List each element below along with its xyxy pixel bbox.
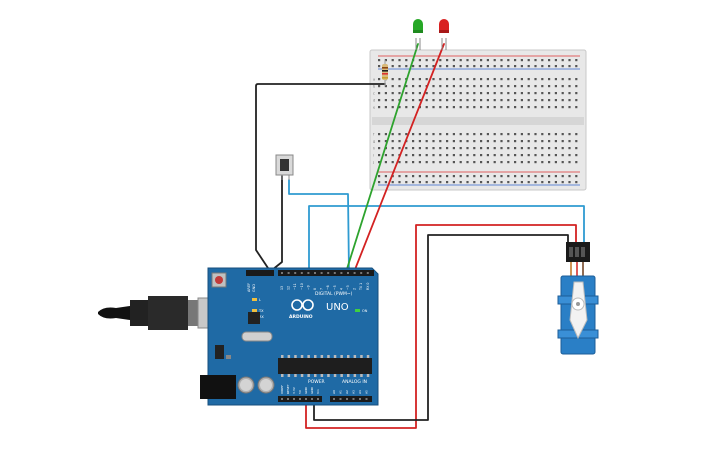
svg-text:L: L [259, 298, 261, 302]
bb-row-letter: c [373, 92, 375, 96]
pushbutton[interactable] [275, 154, 294, 180]
digital-pin-label: ~5 [333, 285, 337, 290]
digital-pin-label: 4 [339, 288, 343, 290]
wire-blue-servo-signal [308, 205, 585, 273]
aref-label: AREF [247, 283, 251, 292]
wire-black-servo-gnd [313, 234, 569, 421]
digital-pin-label: ~10 [300, 283, 304, 290]
digital-pin-label: 2 [353, 288, 357, 290]
digital-pin-label: ~11 [293, 283, 297, 290]
bb-row-letter: e [373, 106, 375, 110]
power-pin-label: IOREF [280, 385, 284, 394]
resistor[interactable] [382, 60, 388, 86]
digital-pin-label: 12 [287, 286, 291, 290]
analog-pin-label: A3 [352, 390, 356, 394]
servo-motor[interactable] [557, 242, 599, 355]
bb-row-letter: i [373, 154, 374, 158]
wire-black-resistor-gnd [255, 83, 386, 269]
svg-text:RX: RX [259, 315, 264, 319]
microcontroller-chip [278, 358, 372, 374]
analog-pin-label: A4 [358, 390, 362, 394]
gnd-label: GND [252, 284, 256, 292]
bb-row-letter: g [373, 140, 375, 144]
wire-red-led [353, 43, 445, 273]
bb-row-letter: d [373, 99, 375, 103]
digital-pin-label: 13 [280, 286, 284, 290]
power-pin-label: 3.3V [292, 386, 296, 394]
wire-green-led [345, 43, 419, 273]
power-pin-label: 5V [298, 389, 302, 394]
digital-pin-label: ~6 [326, 285, 330, 290]
bb-row-letter: h [373, 147, 375, 151]
bb-row-letter: j [372, 161, 374, 165]
wires [255, 43, 585, 429]
logo-text: ARDUINO [289, 314, 313, 320]
wire-red-servo-power [305, 224, 577, 429]
power-pin-label: Vin [316, 389, 320, 394]
wire-blue-button-pin [288, 179, 350, 275]
digital-label: DIGITAL (PWM~) [315, 291, 353, 297]
analog-label: ANALOG IN [342, 379, 367, 385]
digital-pin-label: ~9 [306, 285, 310, 290]
led-red[interactable] [439, 19, 449, 50]
bb-row-letter: b [373, 85, 376, 89]
digital-pin-label: 8 [313, 288, 317, 290]
digital-pin-label: TX 1 [359, 283, 363, 291]
svg-text:ON: ON [362, 309, 368, 313]
analog-pin-label: A2 [345, 390, 349, 394]
analog-pin-label: A1 [339, 390, 343, 394]
analog-pin-label: A0 [332, 390, 336, 394]
wire-black-button-gnd [271, 175, 283, 271]
power-pin-label: GND [304, 386, 308, 394]
bb-row-letter: f [373, 133, 375, 137]
bb-row-letter: a [373, 78, 375, 82]
breadboard-holes [378, 59, 578, 184]
power-jack[interactable] [200, 375, 236, 399]
power-pin-label: GND [310, 386, 314, 394]
analog-pin-label: A5 [365, 390, 369, 394]
power-pin-label: RESET [286, 384, 290, 394]
board-model: UNO [326, 302, 349, 313]
svg-text:TX: TX [258, 309, 264, 313]
arduino-logo: ARDUINO UNO [289, 299, 349, 320]
digital-pin-label: RX 0 [366, 283, 370, 290]
digital-pin-label: 7 [320, 288, 324, 290]
digital-pin-label: ~3 [346, 285, 350, 290]
led-green[interactable] [413, 19, 423, 50]
power-label: POWER [308, 379, 325, 385]
